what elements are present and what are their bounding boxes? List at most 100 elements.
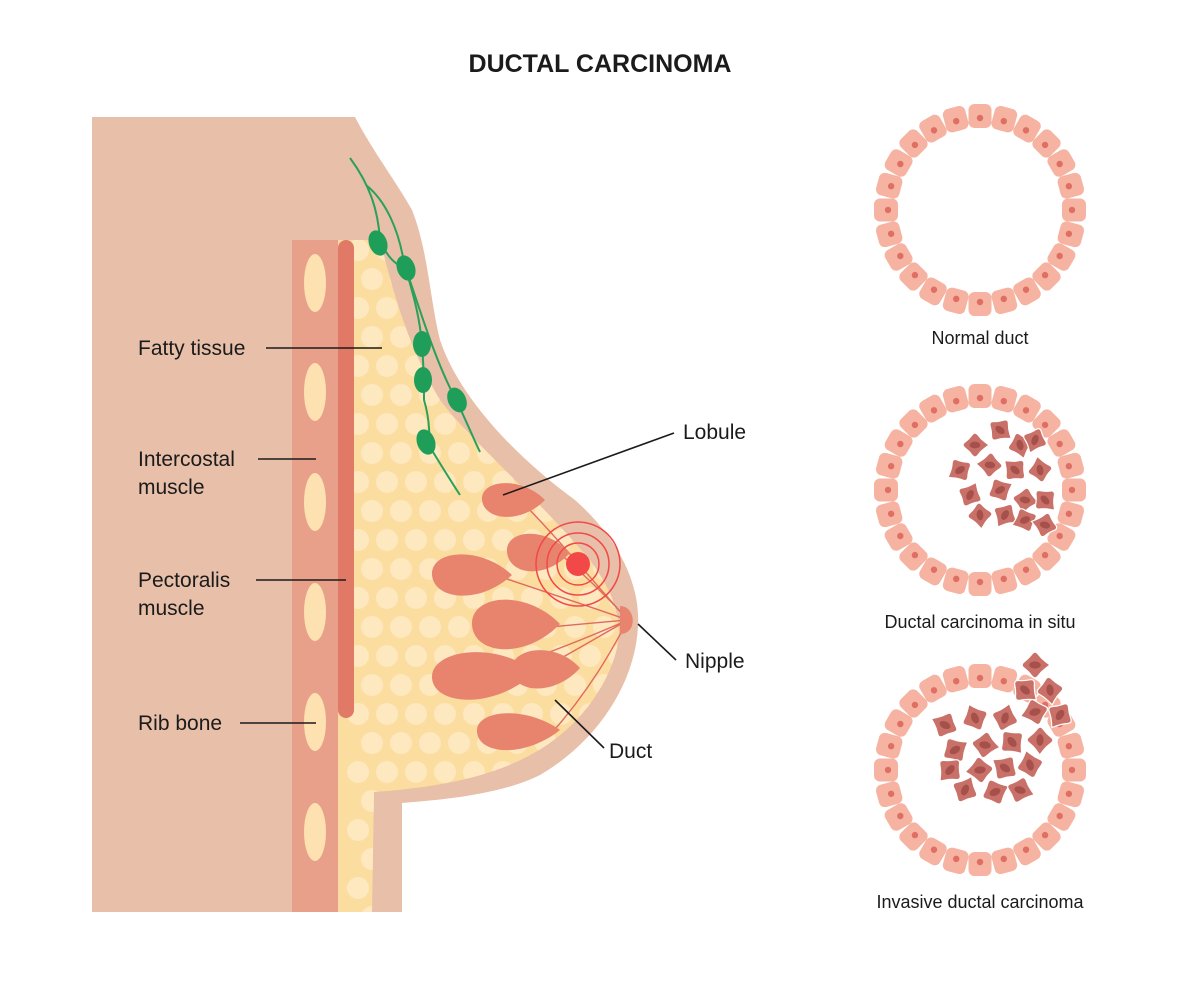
- rib-bone: [304, 583, 326, 641]
- cancer-cell: [1026, 726, 1054, 757]
- epithelial-cell: [1047, 803, 1076, 831]
- fat-cell: [506, 848, 528, 870]
- fat-cell: [347, 761, 369, 783]
- nipple: [620, 606, 633, 634]
- fat-cell: [463, 297, 485, 319]
- fat-cell: [521, 355, 543, 377]
- fat-cell: [376, 761, 398, 783]
- panel-ductal-carcinoma-in-situ: [874, 384, 1086, 596]
- epithelial-cell: [875, 732, 903, 759]
- epithelial-cell: [1062, 198, 1086, 222]
- fat-cell: [448, 732, 470, 754]
- epithelial-cell: [1062, 758, 1086, 782]
- cancer-cell: [971, 731, 1001, 759]
- caption-normal-duct: Normal duct: [931, 328, 1028, 348]
- fat-cell: [477, 268, 499, 290]
- epithelial-cell: [874, 478, 898, 502]
- fat-cell: [448, 848, 470, 870]
- fat-cell: [622, 848, 644, 870]
- fat-cell: [347, 877, 369, 899]
- fat-cell: [550, 703, 572, 725]
- epithelial-cell: [1032, 542, 1061, 571]
- fat-cell: [463, 240, 485, 261]
- fat-cell: [434, 471, 456, 493]
- label-intercostal-2: muscle: [138, 476, 205, 499]
- fat-cell: [477, 326, 499, 348]
- lymph-node: [447, 387, 467, 413]
- epithelial-cell: [899, 129, 928, 158]
- fat-cell: [405, 529, 427, 551]
- fat-cell: [593, 790, 615, 812]
- fat-cell: [579, 240, 601, 261]
- label-pectoralis-2: muscle: [138, 597, 205, 620]
- epithelial-cell: [874, 758, 898, 782]
- fat-cell: [535, 442, 557, 464]
- fat-cell: [492, 297, 514, 319]
- cancer-cell: [1016, 749, 1044, 779]
- cancer-cell: [1036, 676, 1064, 706]
- fat-cell: [405, 413, 427, 435]
- fat-cell: [448, 616, 470, 638]
- fat-cell: [376, 413, 398, 435]
- fat-cell: [622, 384, 644, 406]
- epithelial-cell: [968, 384, 992, 408]
- epithelial-cell: [942, 287, 969, 315]
- epithelial-cell: [1047, 429, 1076, 457]
- fat-cell: [405, 877, 427, 899]
- epithelial-cell: [884, 429, 913, 457]
- fat-cell: [622, 790, 644, 812]
- fat-cell: [593, 848, 615, 870]
- fat-cell: [492, 240, 514, 261]
- cancer-cell: [1023, 428, 1047, 455]
- lymph-node: [414, 367, 432, 393]
- fat-cell: [506, 906, 528, 912]
- fat-cell: [463, 819, 485, 841]
- fat-cell: [564, 268, 586, 290]
- fat-cell: [622, 500, 644, 522]
- fat-cell: [390, 384, 412, 406]
- epithelial-cell: [1047, 243, 1076, 271]
- cancer-cell: [991, 756, 1017, 780]
- fat-cell: [608, 471, 619, 493]
- cancer-cell: [1000, 730, 1024, 755]
- epithelial-cell: [942, 385, 969, 413]
- epithelial-cell: [1013, 557, 1041, 586]
- epithelial-cell: [968, 664, 992, 688]
- fat-cell: [608, 819, 619, 841]
- fat-cell: [419, 906, 441, 912]
- cancer-cell: [1011, 508, 1037, 532]
- epithelial-cell: [942, 665, 969, 693]
- rib-bone: [304, 363, 326, 421]
- fat-cell: [434, 877, 456, 899]
- fat-cell: [448, 906, 470, 912]
- fat-cell: [622, 906, 644, 928]
- fat-cell: [579, 877, 601, 899]
- fat-cell: [390, 500, 412, 522]
- fat-cell: [347, 819, 369, 841]
- epithelial-cell: [1057, 501, 1085, 528]
- cancer-cell: [967, 502, 993, 530]
- panel-normal-duct: [874, 104, 1086, 316]
- fat-cell: [593, 384, 615, 406]
- fat-cell: [550, 819, 572, 841]
- epithelial-cell: [875, 172, 903, 199]
- fat-cell: [376, 529, 398, 551]
- fat-cell: [506, 384, 528, 406]
- fat-cell: [361, 384, 383, 406]
- epithelial-cell: [875, 781, 903, 808]
- panel-invasive-ductal-carcinoma: [874, 651, 1086, 876]
- epithelial-cell: [899, 542, 928, 571]
- epithelial-cell: [968, 852, 992, 876]
- rib-bone: [304, 473, 326, 531]
- fat-cell: [419, 500, 441, 522]
- cancer-cell: [962, 703, 988, 731]
- fat-cell: [579, 413, 601, 435]
- fat-cell: [390, 326, 412, 348]
- fat-cell: [434, 297, 456, 319]
- fat-cell: [579, 355, 601, 377]
- fat-cell: [448, 326, 470, 348]
- cancer-cell: [939, 759, 961, 782]
- fat-cell: [622, 326, 644, 348]
- fat-cell: [521, 240, 543, 261]
- epithelial-cell: [919, 837, 947, 866]
